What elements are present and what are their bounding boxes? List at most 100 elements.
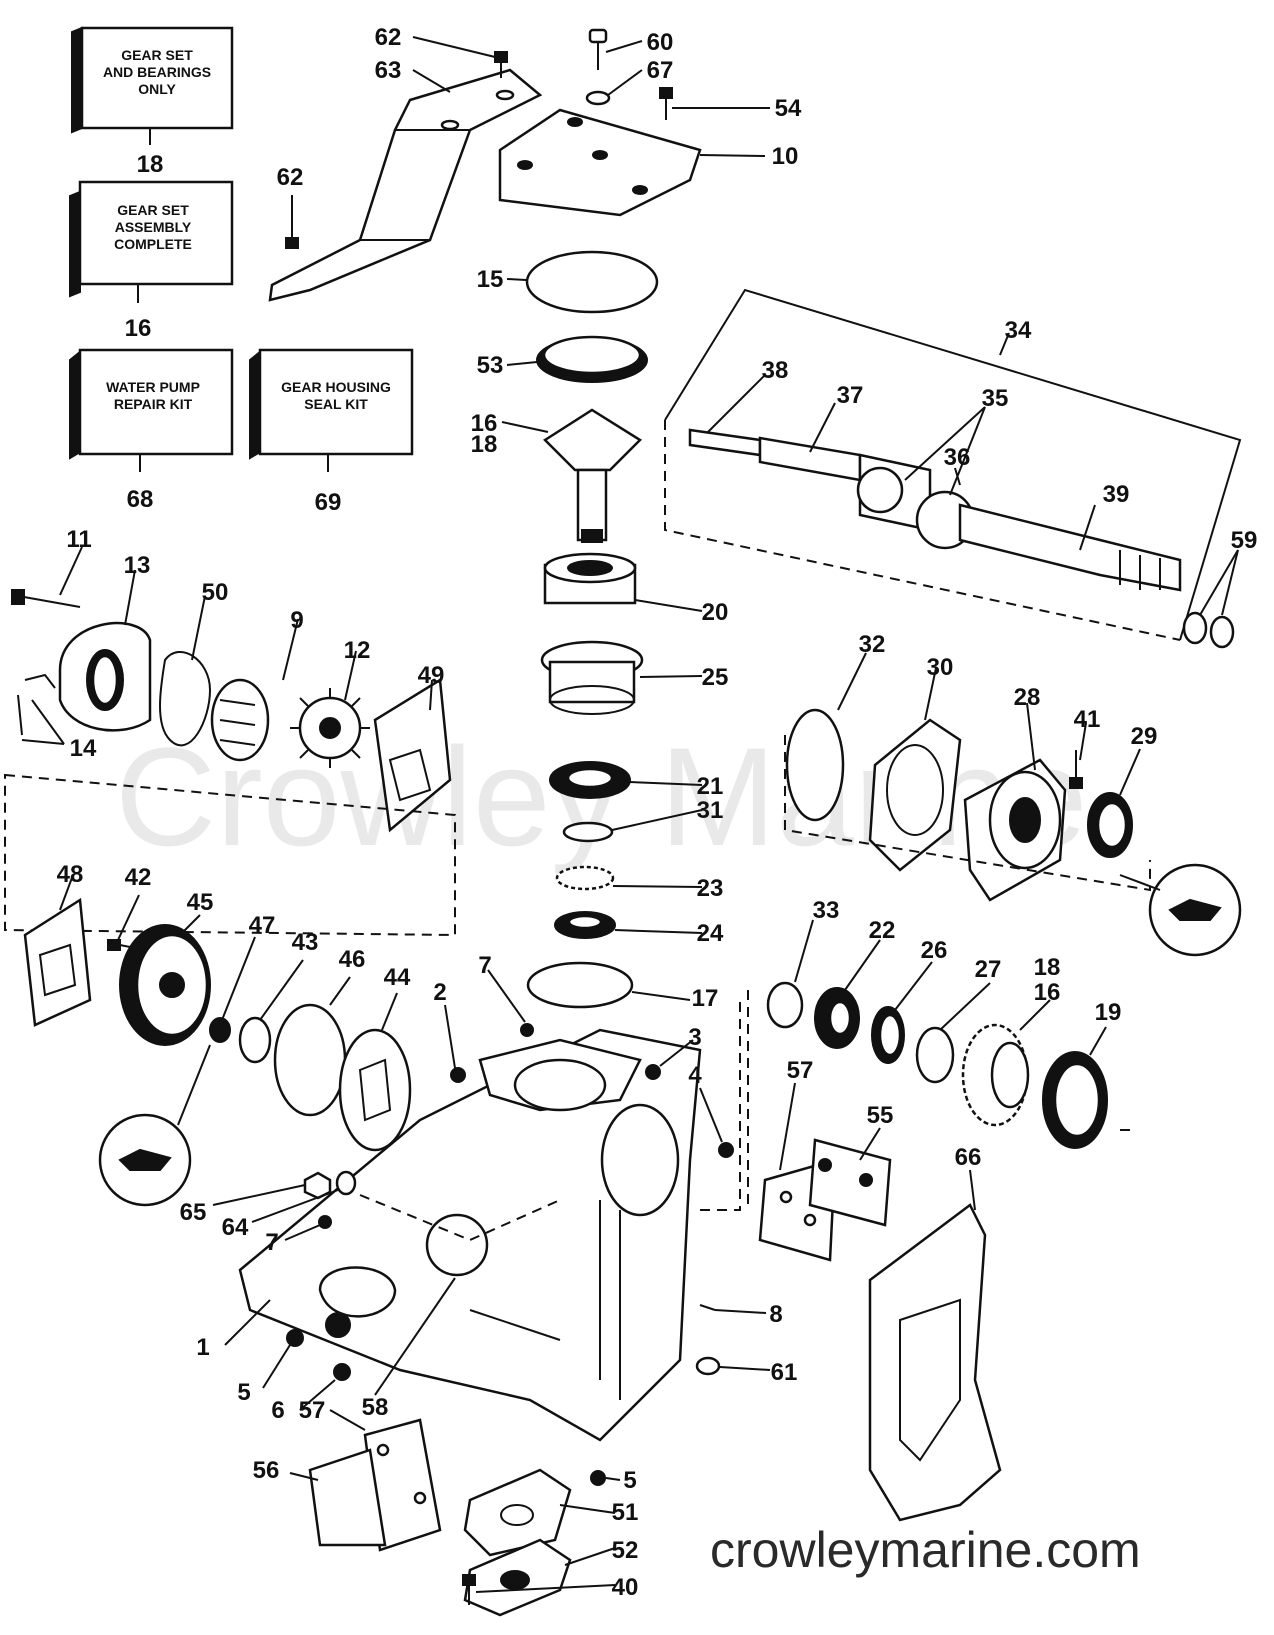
bearing-21 xyxy=(549,761,631,799)
callout-label: 64 xyxy=(222,1214,249,1241)
callout-label: 23 xyxy=(697,875,724,902)
callout-label: 11 xyxy=(66,526,91,553)
callout-label: 26 xyxy=(921,937,948,964)
callout-label: 62 xyxy=(277,164,304,191)
o-ring-15 xyxy=(525,250,659,314)
plug-3 xyxy=(645,1064,661,1080)
callout-label: 10 xyxy=(772,143,799,170)
callout-label: 36 xyxy=(944,444,971,471)
callout-label: 68 xyxy=(127,486,154,513)
pump-housing-13 xyxy=(58,621,152,732)
callout-label: 37 xyxy=(837,382,864,409)
o-ring-33 xyxy=(766,981,804,1029)
kit-line: REPAIR KIT xyxy=(114,396,193,412)
callout-label: 2 xyxy=(433,979,446,1006)
plug-5 xyxy=(286,1329,304,1347)
kit-line: GEAR HOUSING xyxy=(281,379,391,395)
kit-line: GEAR SET xyxy=(117,202,189,218)
pin-8 xyxy=(699,1304,716,1311)
gasket-48 xyxy=(23,897,92,1027)
kit-line: SEAL KIT xyxy=(304,396,368,412)
callout-label: 22 xyxy=(869,917,896,944)
o-ring-43 xyxy=(238,1016,272,1064)
bearing-cup-25 xyxy=(540,640,644,715)
callout-label: 16 xyxy=(471,410,498,437)
callout-label: 13 xyxy=(124,552,151,579)
callout-label: 7 xyxy=(478,952,491,979)
callout-label: 18 xyxy=(471,431,498,458)
shaft-assembly-34 xyxy=(664,288,1242,641)
screw-40 xyxy=(462,1574,476,1605)
website-caption: crowleymarine.com xyxy=(710,1522,1141,1578)
dashed-pump-group xyxy=(4,773,456,937)
callout-label: 15 xyxy=(477,266,504,293)
callout-label: 44 xyxy=(384,964,411,991)
bearing-20 xyxy=(543,552,637,605)
callout-label: 55 xyxy=(867,1102,894,1129)
kit-line: AND BEARINGS xyxy=(103,64,211,80)
callout-label: 63 xyxy=(375,57,402,84)
callout-label: 56 xyxy=(253,1457,280,1484)
bearing-19 xyxy=(1042,1051,1108,1149)
bearing-housing-28 xyxy=(963,758,1067,902)
o-ring-46 xyxy=(273,1003,347,1117)
seal-47 xyxy=(209,1017,231,1043)
callout-label: 6 xyxy=(271,1397,284,1424)
callout-label: 14 xyxy=(70,735,97,762)
washer-67 xyxy=(585,90,611,106)
callout-label: 27 xyxy=(975,956,1002,983)
dashed-shaft-group xyxy=(784,735,1151,892)
callout-label: 54 xyxy=(775,95,802,122)
callout-label: 46 xyxy=(339,946,366,973)
gasket-30 xyxy=(868,718,962,872)
bearing-22 xyxy=(814,987,860,1049)
impeller-12 xyxy=(290,688,370,768)
callout-label: 43 xyxy=(292,929,319,956)
callout-label: 59 xyxy=(1231,527,1258,554)
callout-label: 41 xyxy=(1074,706,1101,733)
callout-label: 38 xyxy=(762,357,789,384)
gasket-50 xyxy=(159,650,212,747)
leader-lines xyxy=(21,36,1239,1593)
gasket-51 xyxy=(463,1468,572,1557)
callout-label: 39 xyxy=(1103,481,1130,508)
plate-44 xyxy=(338,1028,412,1152)
callout-label: 21 xyxy=(697,773,724,800)
screw-41 xyxy=(1069,750,1083,789)
bolt-11 xyxy=(11,589,81,608)
callout-label: 66 xyxy=(955,1144,982,1171)
bracket-63 xyxy=(268,68,543,302)
callout-label: 16 xyxy=(1034,979,1061,1006)
callout-label: 4 xyxy=(688,1062,702,1089)
callout-label: 33 xyxy=(813,897,840,924)
callout-label: 58 xyxy=(362,1394,389,1421)
gear-housing-1 xyxy=(238,1000,741,1442)
plate-52 xyxy=(463,1538,572,1617)
callout-label: 61 xyxy=(771,1359,798,1386)
callout-label: 57 xyxy=(299,1397,326,1424)
callout-label: 65 xyxy=(180,1199,207,1226)
forward-gear-18-16 xyxy=(961,1023,1030,1127)
kit-line: WATER PUMP xyxy=(106,379,200,395)
plug-4 xyxy=(718,1142,734,1158)
base-plate-45 xyxy=(119,924,211,1046)
plate-49 xyxy=(373,677,452,833)
anode-56 xyxy=(308,1448,387,1547)
o-ring-32 xyxy=(785,708,845,822)
callout-label: 16 xyxy=(125,315,152,342)
bolt-62-side xyxy=(285,218,299,249)
symbol-circle-right xyxy=(1119,863,1242,957)
callout-label: 8 xyxy=(769,1301,782,1328)
callout-label: 53 xyxy=(477,352,504,379)
callout-label: 42 xyxy=(125,864,152,891)
callout-label: 18 xyxy=(137,151,164,178)
callout-label: 34 xyxy=(1005,317,1032,344)
callout-label: 7 xyxy=(265,1229,278,1256)
plug-6 xyxy=(333,1363,351,1381)
callout-label: 25 xyxy=(702,664,729,691)
screw-7-side xyxy=(318,1215,332,1229)
callout-label: 1 xyxy=(196,1334,209,1361)
lockwasher-23 xyxy=(555,865,615,891)
clutch-26 xyxy=(871,1006,905,1064)
kit-box-gear-set-bearings: GEAR SET AND BEARINGS ONLY 18 xyxy=(71,26,234,178)
